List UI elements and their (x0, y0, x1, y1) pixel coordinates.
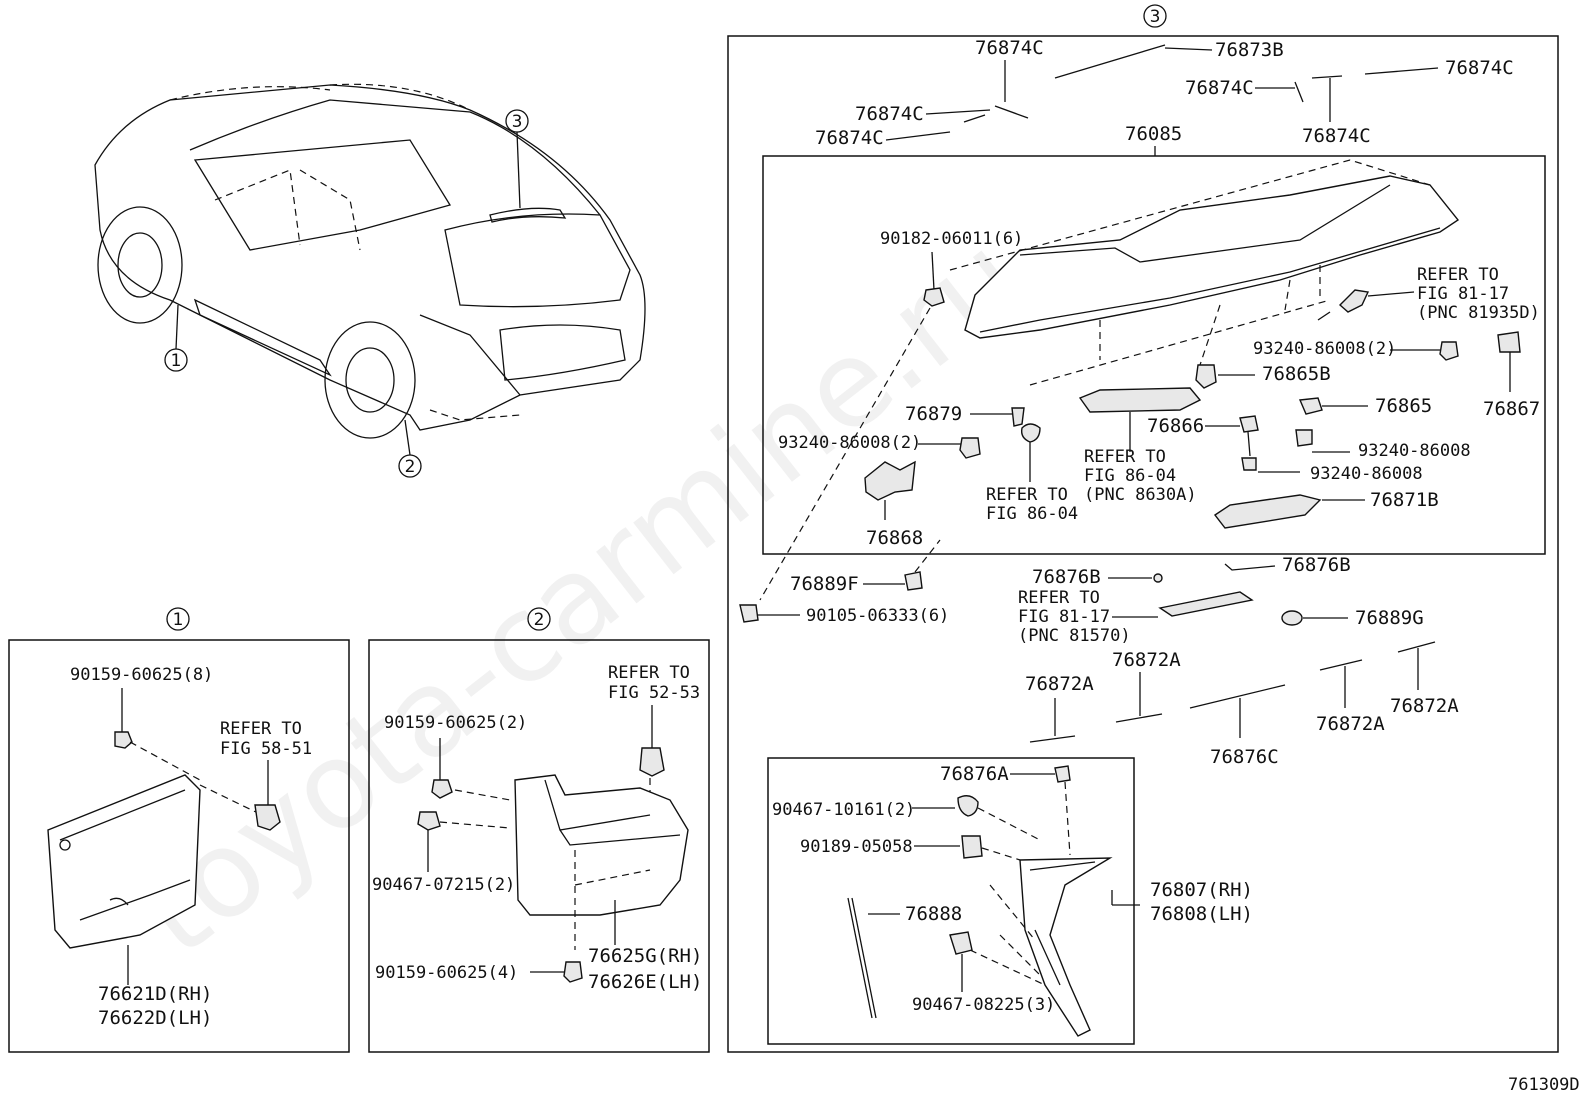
car-callout-1: 1 (164, 304, 188, 372)
part-label-93240-86008: 93240-86008 (1310, 464, 1423, 484)
part-label-76874c: 76874C (1445, 57, 1514, 79)
part-label-76867: 76867 (1483, 398, 1540, 420)
part-label-fig-86-04: FIG 86-04 (986, 504, 1078, 524)
part-label-76868: 76868 (866, 527, 923, 549)
part-label-pnc-81570: (PNC 81570) (1018, 626, 1131, 646)
part-label-76889f: 76889F (790, 573, 859, 595)
part-label-76876b: 76876B (1282, 554, 1351, 576)
part-label-90159-60625-8: 90159-60625(8) (70, 665, 213, 685)
part-label-93240-86008-2: 93240-86008(2) (1253, 339, 1396, 359)
part-label-refer-to: REFER TO (1018, 588, 1100, 608)
part-label-90467-08225-3: 90467-08225(3) (912, 995, 1055, 1015)
panel-2: 2 REFER TO FIG 52-53 90159-60625(2) 9046… (368, 607, 710, 1053)
part-label-76865: 76865 (1375, 395, 1432, 417)
part-label-76871b: 76871B (1370, 489, 1439, 511)
part-label-1: 1 (173, 610, 184, 630)
doc-code: 761309D (1508, 1075, 1580, 1095)
part-label-76876a: 76876A (940, 763, 1009, 785)
car-callout-3: 3 (505, 109, 529, 209)
part-label-90467-07215-2: 90467-07215(2) (372, 875, 515, 895)
part-label-refer-to: REFER TO (1084, 447, 1166, 467)
part-label-93240-86008-2: 93240-86008(2) (778, 433, 921, 453)
panel-3: 3 76874C 76873B 76874C 76874C 76874C 768… (727, 4, 1559, 1053)
part-label-fig-52-53: FIG 52-53 (608, 683, 700, 703)
part-label-refer-to: REFER TO (1417, 265, 1499, 285)
part-label-76874c: 76874C (1185, 77, 1254, 99)
part-label-76625g-rh: 76625G(RH) (588, 945, 702, 967)
car-callout-2: 2 (398, 419, 422, 478)
part-label-2: 2 (405, 457, 416, 477)
part-label-76876b: 76876B (1032, 566, 1101, 588)
part-label-76085: 76085 (1125, 123, 1182, 145)
part-label-76876c: 76876C (1210, 746, 1279, 768)
part-label-76866: 76866 (1147, 415, 1204, 437)
part-label-76872a: 76872A (1025, 673, 1094, 695)
part-label-76865b: 76865B (1262, 363, 1331, 385)
part-label-76622d-lh: 76622D(LH) (98, 1007, 212, 1029)
part-label-76872a: 76872A (1316, 713, 1385, 735)
part-label-3: 3 (1150, 7, 1161, 27)
part-label-pnc-81935d: (PNC 81935D) (1417, 303, 1540, 323)
part-label-fig-86-04: FIG 86-04 (1084, 466, 1176, 486)
part-label-90159-60625-4: 90159-60625(4) (375, 963, 518, 983)
part-label-76872a: 76872A (1390, 695, 1459, 717)
part-label-90189-05058: 90189-05058 (800, 837, 913, 857)
part-label-76873b: 76873B (1215, 39, 1284, 61)
part-label-3: 3 (512, 112, 523, 132)
part-label-refer-to: REFER TO (986, 485, 1068, 505)
part-label-90105-06333-6: 90105-06333(6) (806, 606, 949, 626)
part-label-pnc-8630a: (PNC 8630A) (1084, 485, 1197, 505)
part-label-90159-60625-2: 90159-60625(2) (384, 713, 527, 733)
part-label-76874c: 76874C (1302, 125, 1371, 147)
part-label-90182-06011-6: 90182-06011(6) (880, 229, 1023, 249)
part-label-93240-86008: 93240-86008 (1358, 441, 1471, 461)
part-label-refer-to: REFER TO (608, 663, 690, 683)
part-label-fig-81-17: FIG 81-17 (1018, 607, 1110, 627)
part-label-76874c: 76874C (975, 37, 1044, 59)
part-label-76872a: 76872A (1112, 649, 1181, 671)
part-label-76888: 76888 (905, 903, 962, 925)
part-label-76807-rh: 76807(RH) (1150, 879, 1253, 901)
part-label-76879: 76879 (905, 403, 962, 425)
part-label-fig-58-51: FIG 58-51 (220, 739, 312, 759)
part-label-fig-81-17: FIG 81-17 (1417, 284, 1509, 304)
part-label-76808-lh: 76808(LH) (1150, 903, 1253, 925)
panel-1: 1 90159-60625(8) REFER TO FIG 58-51 7662… (8, 607, 350, 1053)
vehicle-illustration (94, 83, 646, 439)
part-label-76621d-rh: 76621D(RH) (98, 983, 212, 1005)
part-label-76874c: 76874C (855, 103, 924, 125)
part-label-76874c: 76874C (815, 127, 884, 149)
part-label-76626e-lh: 76626E(LH) (588, 971, 702, 993)
part-label-2: 2 (534, 610, 545, 630)
part-label-1: 1 (171, 351, 182, 371)
part-label-76889g: 76889G (1355, 607, 1424, 629)
part-label-90467-10161-2: 90467-10161(2) (772, 800, 915, 820)
part-label-refer-to: REFER TO (220, 719, 302, 739)
